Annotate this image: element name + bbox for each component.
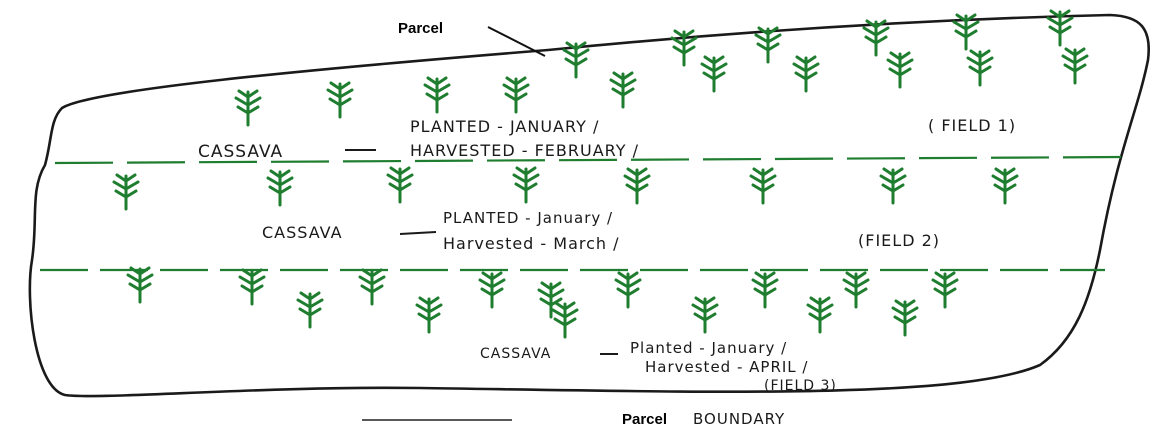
cassava-plant-icon (886, 51, 914, 89)
field-3-notes: CASSAVA Planted - January / Harvested - … (480, 339, 837, 394)
field-1-crop: CASSAVA (198, 142, 283, 162)
cassava-plant-icon (754, 26, 782, 64)
cassava-plant-icon (126, 266, 154, 304)
cassava-plant-icon (415, 296, 443, 334)
cassava-plant-icon (112, 173, 140, 211)
cassava-plant-icon (1046, 9, 1074, 47)
cassava-plant-icon (879, 167, 907, 205)
cassava-plant-icon (296, 291, 324, 329)
field-divider-upper (54, 155, 1126, 165)
cassava-plant-icon (842, 271, 870, 309)
field-3-harvested: Harvested - APRIL / (645, 358, 808, 376)
cassava-plant-icon (266, 169, 294, 207)
parcel-boundary-outline (28, 13, 1151, 398)
cassava-plant-icon (931, 271, 959, 309)
field-3-crop: CASSAVA (480, 346, 551, 362)
cassava-plants (112, 9, 1089, 339)
cassava-plant-icon (691, 296, 719, 334)
cassava-plant-icon (551, 301, 579, 339)
cassava-plant-icon (326, 81, 354, 119)
cassava-plant-icon (614, 271, 642, 309)
cassava-plant-icon (862, 19, 890, 57)
cassava-plant-icon (792, 55, 820, 93)
cassava-plant-icon (562, 41, 590, 79)
field-3-planted: Planted - January / (630, 339, 787, 357)
field-1-label: ( FIELD 1) (928, 116, 1016, 135)
cassava-plant-icon (700, 55, 728, 93)
cassava-plant-icon (891, 299, 919, 337)
field-2-harvested: Harvested - March / (443, 234, 620, 253)
cassava-plant-icon (234, 89, 262, 127)
cassava-plant-icon (623, 167, 651, 205)
cassava-plant-icon (806, 296, 834, 334)
legend-parcel-label: Parcel (622, 411, 667, 428)
legend-boundary-label: BOUNDARY (693, 410, 785, 428)
cassava-plant-icon (358, 268, 386, 306)
field-2-label: (FIELD 2) (858, 231, 940, 250)
cassava-plant-icon (749, 167, 777, 205)
cassava-plant-icon (502, 76, 530, 114)
cassava-plant-icon (670, 29, 698, 67)
cassava-plant-icon (952, 13, 980, 51)
field-1-planted: PLANTED - JANUARY / (410, 117, 599, 136)
cassava-plant-icon (423, 76, 451, 114)
cassava-plant-icon (537, 281, 565, 319)
parcel-callout-leader (487, 26, 546, 57)
cassava-plant-icon (1061, 47, 1089, 85)
cassava-plant-icon (512, 166, 540, 204)
parcel-callout-label: Parcel (398, 20, 443, 37)
field-2-planted: PLANTED - January / (443, 209, 613, 227)
field-1-notes: CASSAVA PLANTED - JANUARY / HARVESTED - … (198, 116, 1016, 162)
cassava-plant-icon (966, 49, 994, 87)
field-1-harvested: HARVESTED - FEBRUARY / (410, 141, 639, 160)
cassava-plant-icon (751, 271, 779, 309)
cassava-plant-icon (238, 268, 266, 306)
legend: Parcel BOUNDARY (362, 410, 785, 428)
field-2-crop: CASSAVA (262, 223, 343, 242)
cassava-plant-icon (386, 166, 414, 204)
cassava-plant-icon (478, 271, 506, 309)
cassava-plant-icon (609, 71, 637, 109)
field-2-notes: CASSAVA PLANTED - January / Harvested - … (262, 209, 940, 253)
field-3-label: (FIELD 3) (764, 378, 837, 394)
cassava-plant-icon (991, 167, 1019, 205)
field-2-arrow (399, 231, 437, 235)
